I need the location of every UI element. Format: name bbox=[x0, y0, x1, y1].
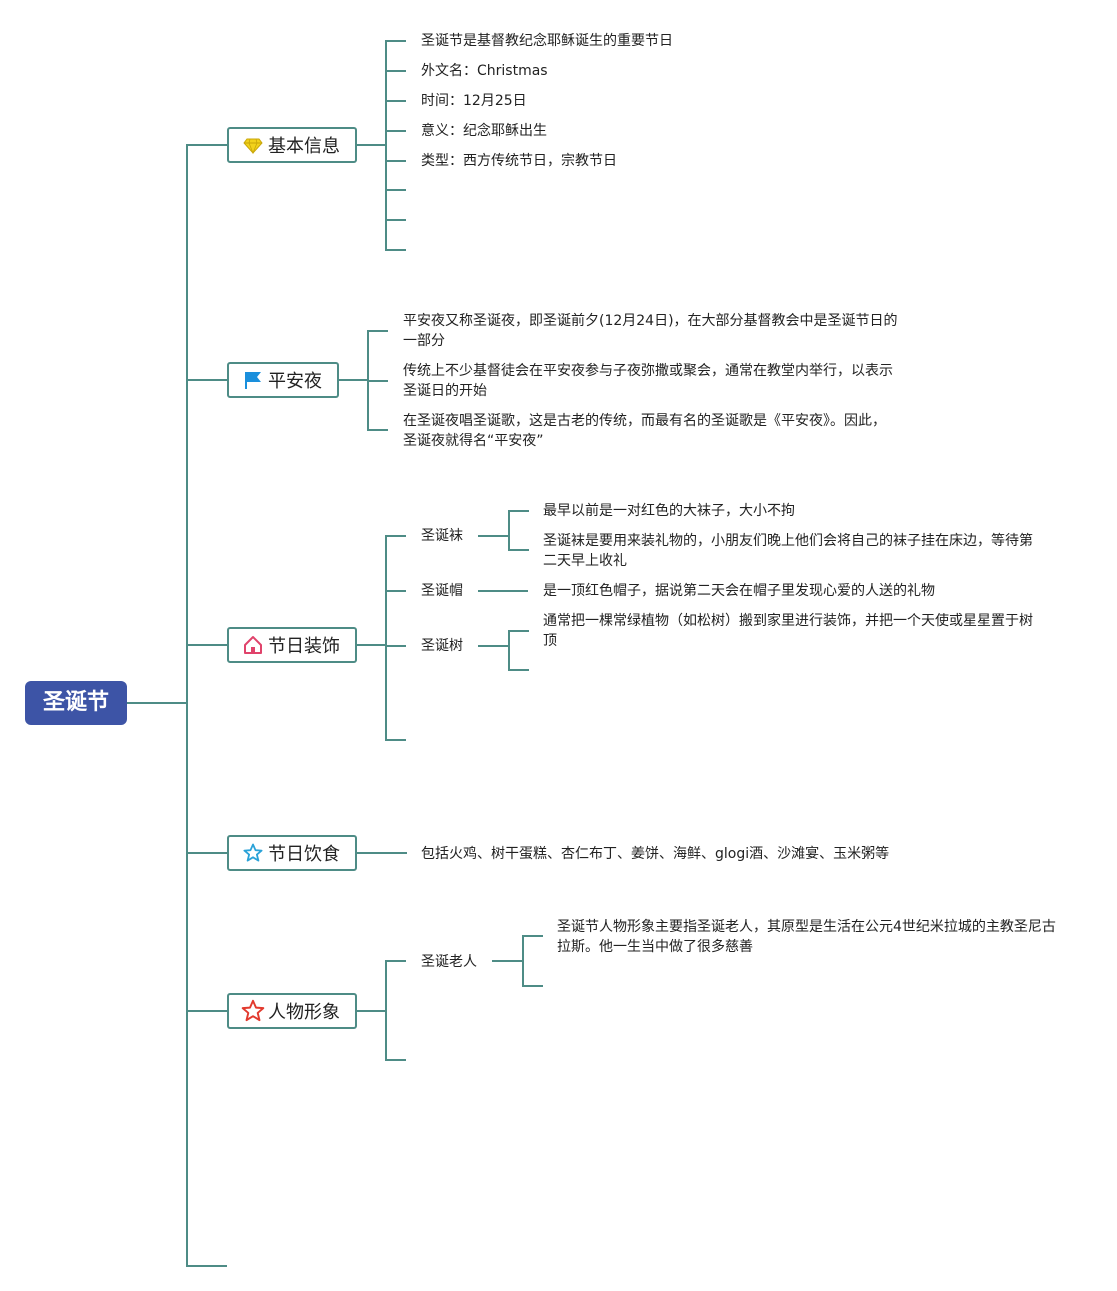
connector bbox=[357, 644, 386, 646]
topic-label: 节日装饰 bbox=[268, 636, 340, 657]
connector bbox=[385, 40, 406, 42]
connector bbox=[385, 160, 406, 162]
connector bbox=[385, 1059, 406, 1061]
topic-label: 基本信息 bbox=[268, 136, 340, 157]
connector bbox=[186, 644, 227, 646]
star-red-icon bbox=[241, 999, 265, 1023]
connector bbox=[385, 249, 406, 251]
leaf-basic-date[interactable]: 时间：12月25日 bbox=[421, 93, 527, 109]
topic-label: 节日饮食 bbox=[268, 844, 340, 865]
trunk-line bbox=[186, 144, 188, 1266]
topic-food[interactable]: 节日饮食 bbox=[227, 835, 357, 871]
leaf-food-list[interactable]: 包括火鸡、树干蛋糕、杏仁布丁、姜饼、海鲜、glogi酒、沙滩宴、玉米粥等 bbox=[421, 846, 890, 862]
topic-christmas-eve[interactable]: 平安夜 bbox=[227, 362, 339, 398]
leaf-sock-usage[interactable]: 圣诞袜是要用来装礼物的，小朋友们晚上他们会将自己的袜子挂在床边，等待第二天早上收… bbox=[543, 533, 1033, 569]
connector bbox=[478, 535, 509, 537]
connector bbox=[385, 70, 406, 72]
connector bbox=[339, 379, 368, 381]
topic-basic-info[interactable]: 基本信息 bbox=[227, 127, 357, 163]
bracket-line bbox=[385, 40, 387, 250]
connector bbox=[385, 189, 406, 191]
connector bbox=[186, 1010, 227, 1012]
leaf-santa-description[interactable]: 圣诞节人物形象主要指圣诞老人，其原型是生活在公元4世纪米拉城的主教圣尼古拉斯。他… bbox=[557, 919, 1056, 955]
bracket-line bbox=[522, 935, 524, 987]
leaf-eve-definition[interactable]: 平安夜又称圣诞夜，即圣诞前夕(12月24日)，在大部分基督教会中是圣诞节日的一部… bbox=[403, 313, 898, 349]
leaf-sock-origin[interactable]: 最早以前是一对红色的大袜子，大小不拘 bbox=[543, 503, 795, 519]
bracket-line bbox=[385, 960, 387, 1061]
home-icon bbox=[243, 635, 263, 655]
topic-label: 人物形象 bbox=[268, 1002, 340, 1023]
connector bbox=[508, 510, 529, 512]
connector bbox=[186, 379, 227, 381]
connector bbox=[186, 1265, 227, 1267]
connector bbox=[186, 144, 227, 146]
connector bbox=[385, 535, 406, 537]
connector bbox=[385, 960, 406, 962]
connector bbox=[478, 590, 528, 592]
root-node[interactable]: 圣诞节 bbox=[25, 681, 127, 725]
connector bbox=[385, 645, 406, 647]
leaf-eve-carols[interactable]: 在圣诞夜唱圣诞歌，这是古老的传统，而最有名的圣诞歌是《平安夜》。因此，圣诞夜就得… bbox=[403, 413, 886, 449]
leaf-basic-foreign-name[interactable]: 外文名：Christmas bbox=[421, 63, 548, 79]
connector bbox=[367, 380, 388, 382]
leaf-eve-midnight-mass[interactable]: 传统上不少基督徒会在平安夜参与子夜弥撒或聚会，通常在教堂内举行，以表示圣诞日的开… bbox=[403, 363, 893, 399]
connector bbox=[522, 935, 543, 937]
leaf-tree-description[interactable]: 通常把一棵常绿植物（如松树）搬到家里进行装饰，并把一个天使或星星置于树顶 bbox=[543, 613, 1033, 649]
topic-figures[interactable]: 人物形象 bbox=[227, 993, 357, 1029]
flag-icon bbox=[243, 370, 263, 390]
connector bbox=[508, 630, 529, 632]
connector bbox=[522, 985, 543, 987]
bracket-line bbox=[508, 630, 510, 671]
topic-decorations[interactable]: 节日装饰 bbox=[227, 627, 357, 663]
connector bbox=[357, 852, 407, 854]
sub-christmas-hat[interactable]: 圣诞帽 bbox=[421, 583, 463, 599]
connector bbox=[385, 739, 406, 741]
connector bbox=[385, 130, 406, 132]
topic-label: 平安夜 bbox=[268, 371, 322, 392]
connector bbox=[508, 549, 529, 551]
connector bbox=[367, 429, 388, 431]
connector bbox=[478, 645, 509, 647]
connector bbox=[127, 702, 187, 704]
sub-christmas-tree[interactable]: 圣诞树 bbox=[421, 638, 463, 654]
leaf-basic-definition[interactable]: 圣诞节是基督教纪念耶稣诞生的重要节日 bbox=[421, 33, 673, 49]
bracket-line bbox=[508, 510, 510, 551]
leaf-basic-type[interactable]: 类型：西方传统节日，宗教节日 bbox=[421, 153, 617, 169]
diamond-icon bbox=[243, 135, 263, 155]
connector bbox=[186, 852, 227, 854]
connector bbox=[508, 669, 529, 671]
connector bbox=[357, 144, 386, 146]
connector bbox=[367, 330, 388, 332]
leaf-basic-meaning[interactable]: 意义：纪念耶稣出生 bbox=[421, 123, 547, 139]
connector bbox=[492, 960, 523, 962]
sub-santa-claus[interactable]: 圣诞老人 bbox=[421, 954, 477, 970]
connector bbox=[357, 1010, 386, 1012]
bracket-line bbox=[385, 535, 387, 741]
connector bbox=[385, 100, 406, 102]
leaf-hat-description[interactable]: 是一顶红色帽子，据说第二天会在帽子里发现心爱的人送的礼物 bbox=[543, 583, 935, 599]
connector bbox=[385, 219, 406, 221]
star-outline-icon bbox=[243, 843, 263, 863]
sub-christmas-sock[interactable]: 圣诞袜 bbox=[421, 528, 463, 544]
connector bbox=[385, 590, 406, 592]
